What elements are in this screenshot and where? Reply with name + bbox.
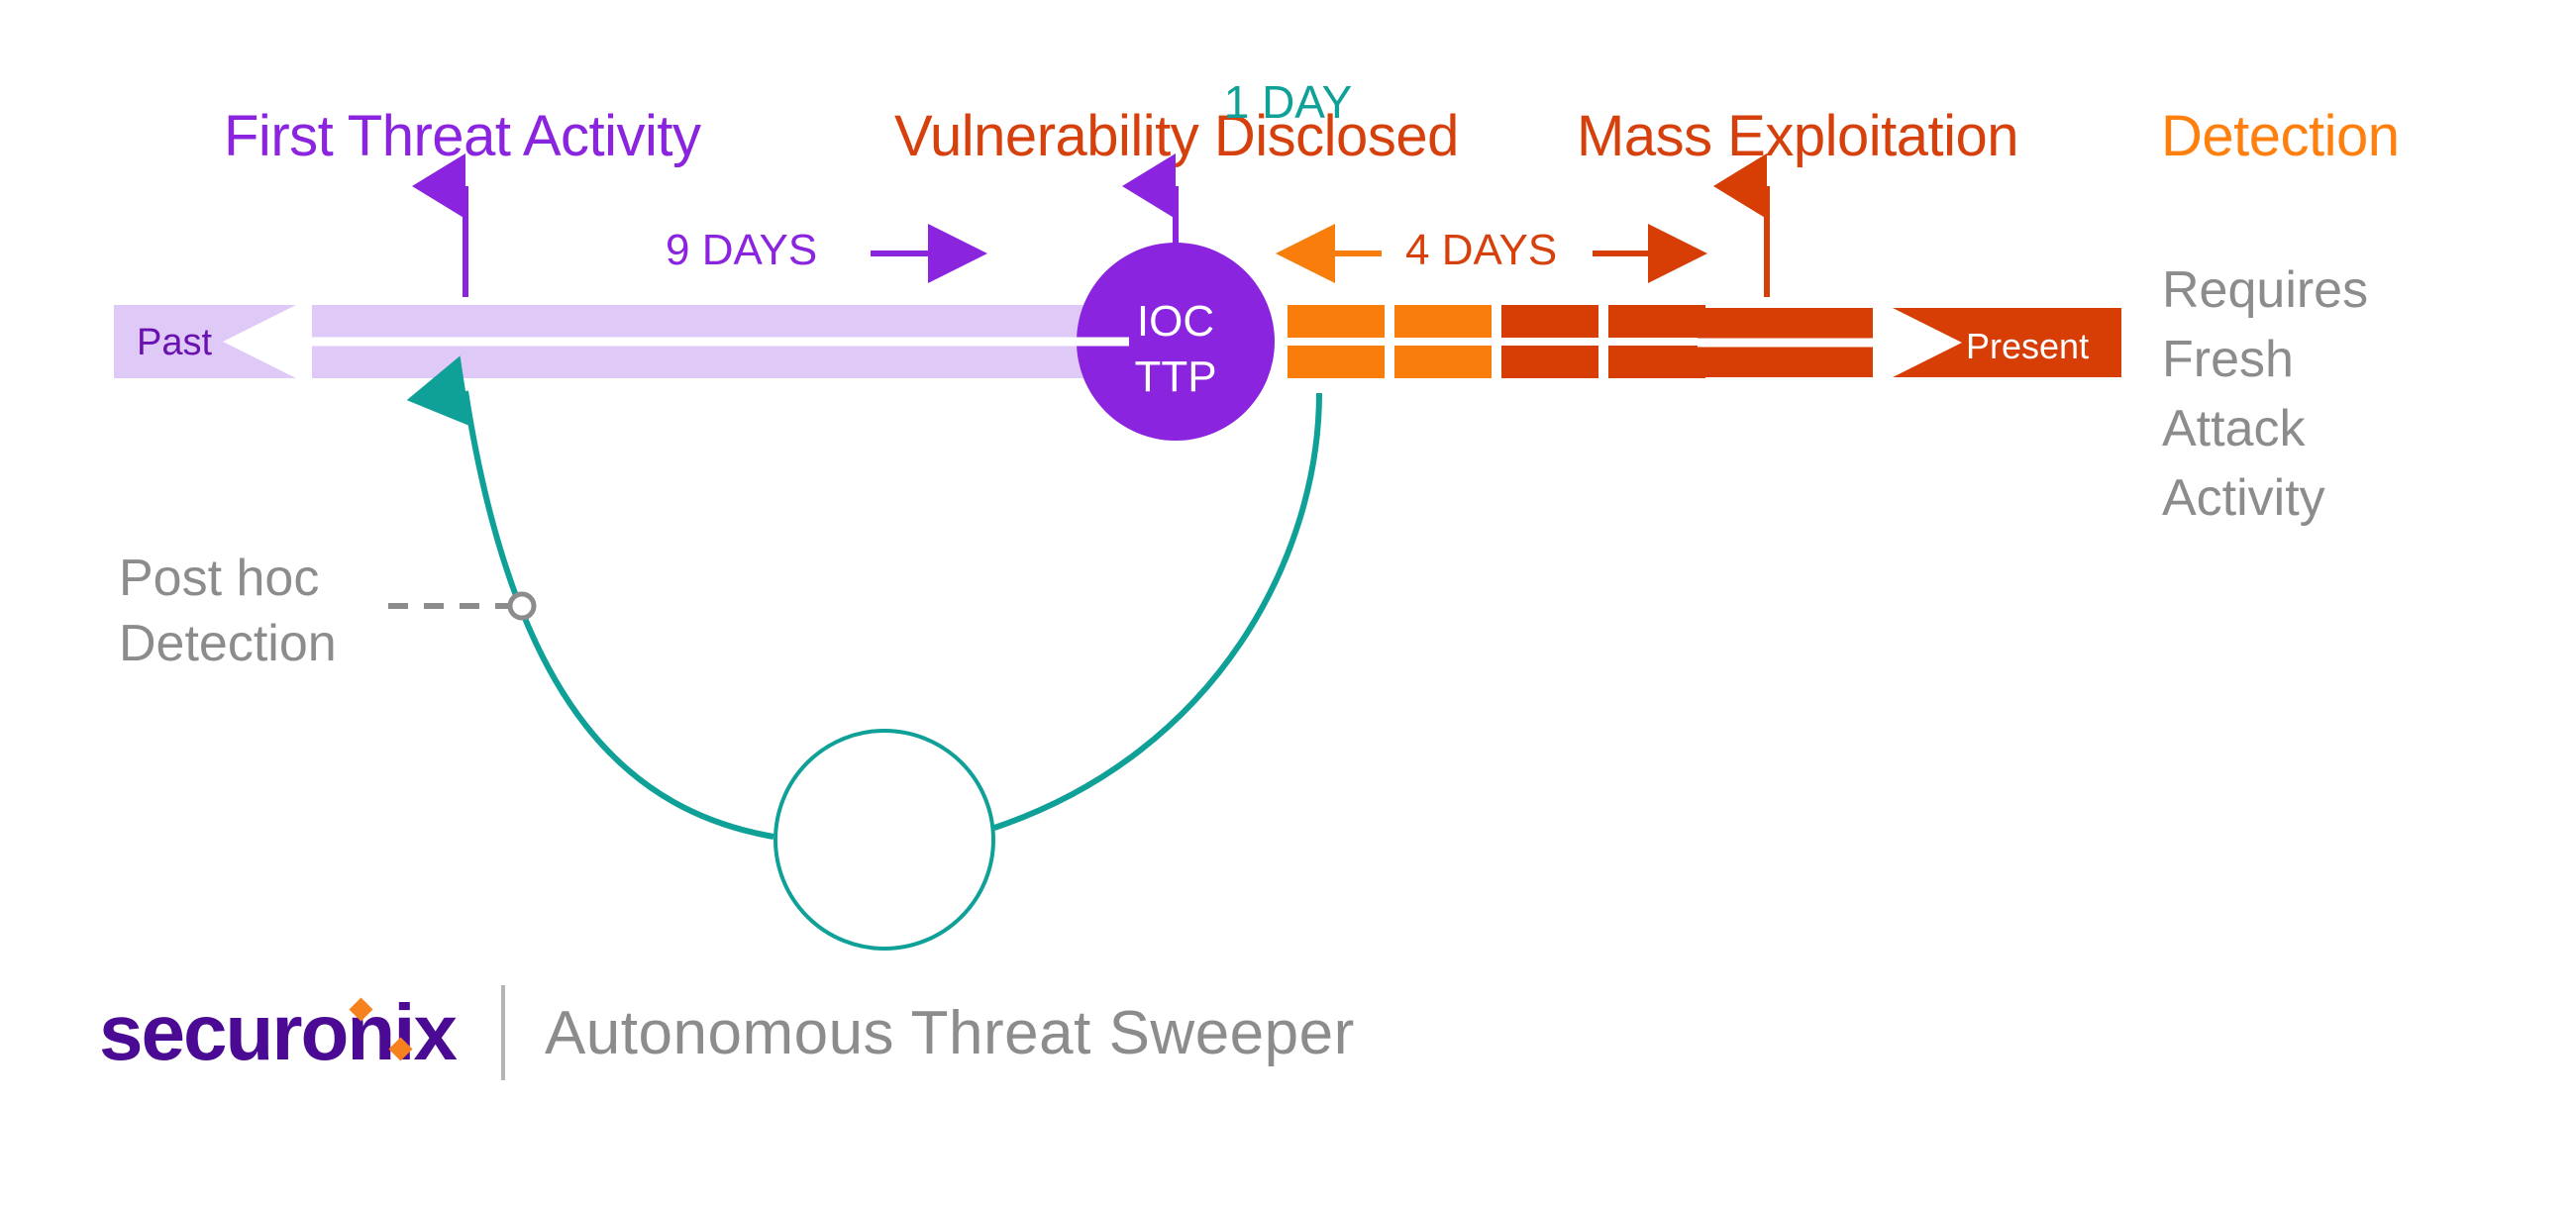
post-hoc-line-1: Post hoc — [119, 550, 320, 607]
ioc-ttp-line-1: IOC — [1136, 297, 1215, 346]
ioc-ttp-line-2: TTP — [1134, 352, 1217, 401]
detection-note-line-3: Attack — [2162, 400, 2306, 457]
one-day-latency-label: 1 DAY — [1223, 76, 1353, 128]
timeline-segment-3-bottom — [1501, 346, 1598, 378]
timeline-past-label: Past — [137, 322, 213, 363]
timeline-segment-2-bottom — [1394, 346, 1492, 378]
timeline-present-label: Present — [1966, 326, 2090, 366]
footer-divider — [500, 985, 505, 1080]
timeline-segment-1-bottom — [1288, 346, 1385, 378]
securonix-wordmark: securonix — [99, 988, 458, 1076]
post-hoc-detection-curve-left — [406, 355, 774, 840]
timeline-segment-2-top — [1394, 305, 1492, 338]
interval-label-9-days: 9 DAYS — [666, 226, 818, 274]
heading-detection: Detection — [2161, 104, 2400, 168]
post-hoc-line-2: Detection — [119, 615, 337, 672]
footer-brand-block: securonix Autonomous Threat Sweeper — [99, 985, 1355, 1080]
heading-mass-exploitation: Mass Exploitation — [1577, 104, 2019, 168]
timeline-past-bar — [114, 305, 1134, 378]
post-hoc-detection-curve — [993, 392, 1322, 831]
ioc-ttp-node: IOC TTP — [1077, 243, 1275, 441]
detection-note-line-4: Activity — [2162, 469, 2325, 527]
heading-vulnerability-disclosed: Vulnerability Disclosed — [894, 104, 1459, 168]
detection-requirement-note: Requires Fresh Attack Activity — [2162, 255, 2489, 533]
timeline-segment-4-top — [1608, 305, 1705, 338]
timeline-segment-4-bottom — [1608, 346, 1705, 378]
detection-note-line-1: Requires — [2162, 261, 2369, 319]
one-day-latency-node — [773, 729, 995, 951]
post-hoc-detection-label: Post hoc Detection — [119, 546, 446, 676]
post-hoc-curve-marker — [507, 591, 537, 621]
timeline-segment-3-top — [1501, 305, 1598, 338]
detection-note-line-2: Fresh — [2162, 331, 2294, 388]
interval-label-4-days: 4 DAYS — [1405, 226, 1558, 274]
timeline-segment-1-top — [1288, 305, 1385, 338]
product-name-label: Autonomous Threat Sweeper — [544, 998, 1355, 1067]
securonix-wordmark-text: securonix — [99, 988, 458, 1076]
